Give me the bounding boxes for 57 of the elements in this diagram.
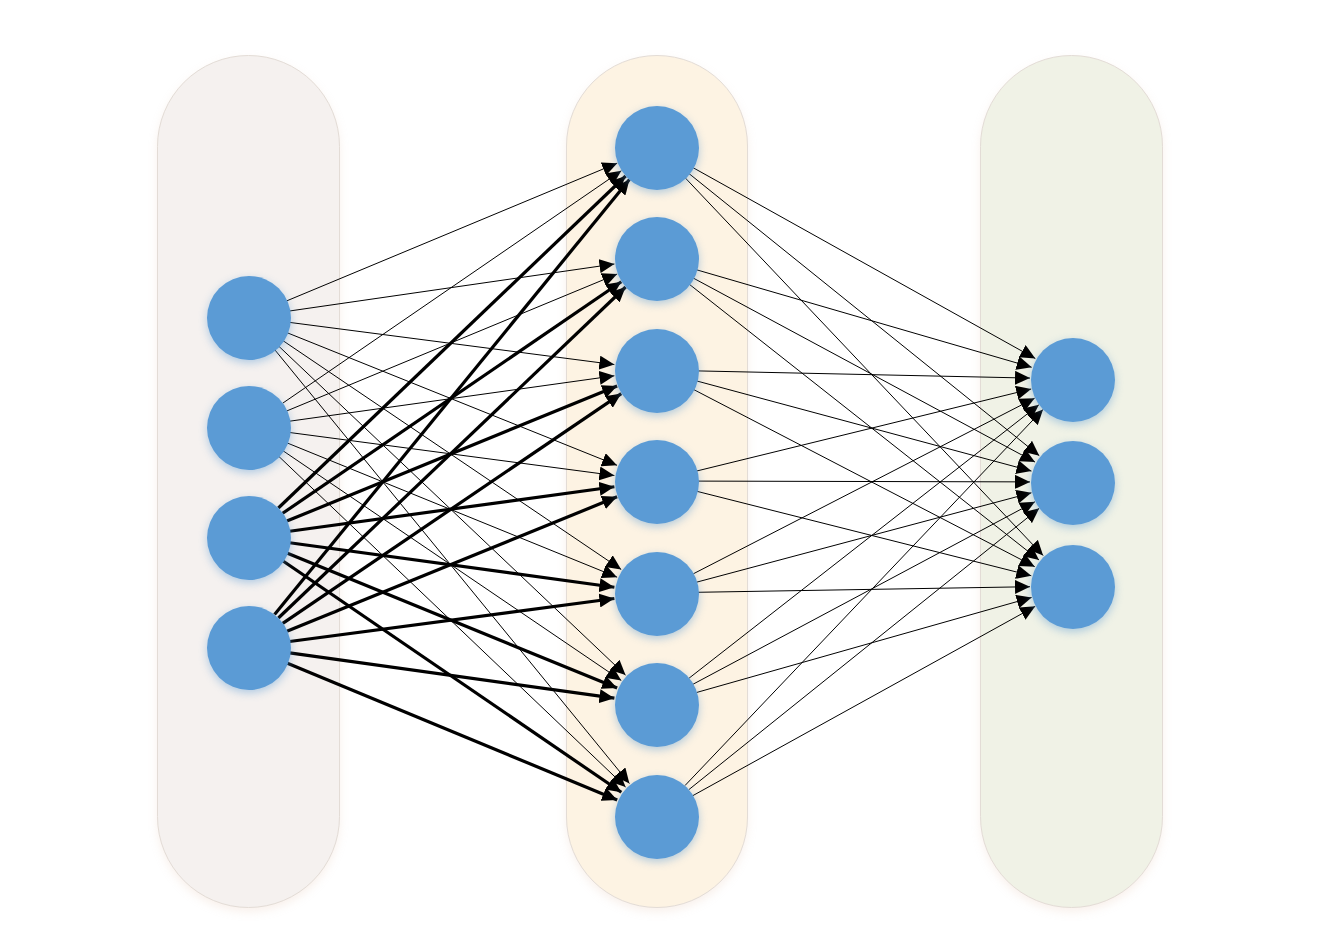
arrow xyxy=(289,481,615,533)
neuron-circle xyxy=(1031,338,1115,422)
arrow xyxy=(289,321,615,370)
arrow xyxy=(286,495,618,633)
arrow xyxy=(286,442,618,578)
arrow xyxy=(289,432,615,481)
neuron-circle xyxy=(207,606,291,690)
arrow xyxy=(289,541,615,593)
arrow xyxy=(282,450,622,681)
arrow xyxy=(697,370,1031,385)
arrow xyxy=(289,651,615,704)
arrow xyxy=(277,285,627,620)
neuron-circle xyxy=(615,329,699,413)
arrow xyxy=(277,455,627,788)
arrow xyxy=(695,269,1033,370)
arrow xyxy=(692,605,1036,797)
arrow xyxy=(684,408,1044,787)
neuron-circle xyxy=(1031,441,1115,525)
arrow xyxy=(286,551,618,690)
arrow xyxy=(695,594,1033,694)
arrow xyxy=(286,661,618,802)
arrow xyxy=(281,392,623,625)
arrow xyxy=(692,277,1036,463)
arrow xyxy=(277,345,627,676)
arrow xyxy=(688,507,1040,791)
arrow xyxy=(692,501,1036,685)
neuron-circle xyxy=(207,276,291,360)
neuron-circle xyxy=(1031,545,1115,629)
arrow xyxy=(282,340,622,570)
arrow xyxy=(286,332,618,467)
neuron-circle xyxy=(615,552,699,636)
arrow xyxy=(289,593,615,644)
neuron-circle xyxy=(615,106,699,190)
neuron-circle xyxy=(615,440,699,524)
arrow xyxy=(277,174,627,510)
arrow xyxy=(281,280,623,515)
arrow xyxy=(282,170,622,404)
arrow xyxy=(697,474,1031,489)
arrow xyxy=(688,404,1040,679)
arrow xyxy=(697,579,1031,594)
arrow xyxy=(286,162,618,302)
arrow xyxy=(688,172,1040,457)
arrow xyxy=(273,178,631,616)
arrow xyxy=(289,370,615,422)
arrow xyxy=(684,177,1044,556)
neuron-circle xyxy=(207,496,291,580)
neuron-circle xyxy=(615,775,699,859)
neuron-circle xyxy=(207,386,291,470)
arrow xyxy=(286,384,618,523)
arrow xyxy=(286,273,618,412)
neuron-circle xyxy=(615,217,699,301)
arrow xyxy=(692,166,1036,360)
neuron-circle xyxy=(615,663,699,747)
arrow xyxy=(281,559,623,794)
arrow xyxy=(289,259,615,312)
arrow xyxy=(688,283,1040,561)
arrow xyxy=(274,349,630,784)
